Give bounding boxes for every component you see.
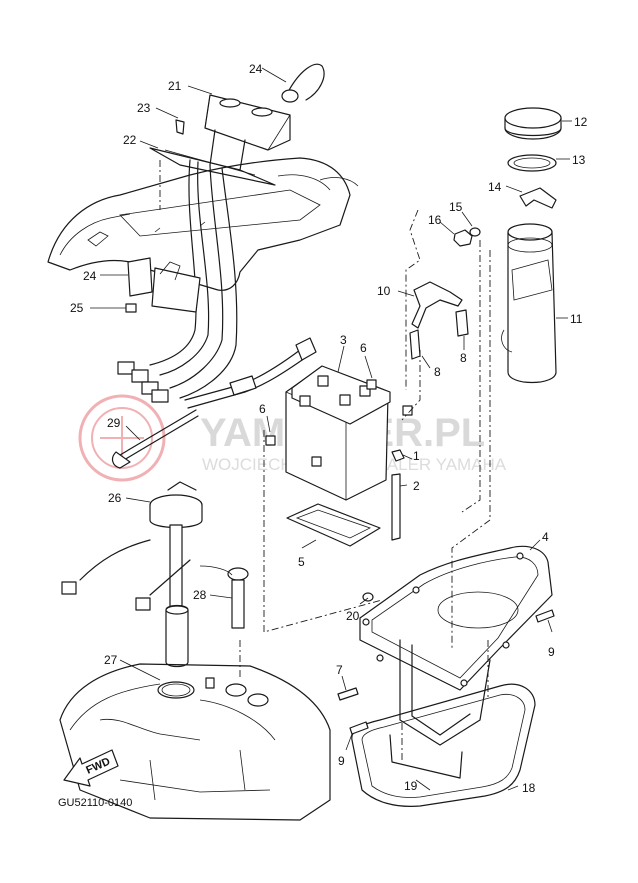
filler-neck bbox=[501, 223, 557, 383]
callout-leaders bbox=[90, 67, 572, 791]
callout-3: 3 bbox=[340, 333, 347, 347]
diagram-code: GU52110-0140 bbox=[58, 797, 132, 809]
callout-1: 1 bbox=[413, 449, 420, 463]
callout-12: 12 bbox=[574, 115, 588, 129]
callout-26: 27 bbox=[104, 653, 118, 667]
callout-21: 22 bbox=[123, 133, 137, 147]
callout-22: 23 bbox=[137, 101, 151, 115]
fwd-arrow-icon: FWD bbox=[63, 749, 119, 787]
callout-9a: 9 bbox=[548, 645, 555, 659]
callout-17: 18 bbox=[522, 781, 536, 795]
callout-8b: 8 bbox=[460, 351, 467, 365]
fuel-sender bbox=[61, 481, 269, 707]
callout-19: 20 bbox=[346, 609, 360, 623]
filler-cap bbox=[453, 107, 562, 247]
callout-23: 24 bbox=[83, 269, 97, 283]
callout-6a: 6 bbox=[360, 341, 367, 355]
callout-2: 2 bbox=[413, 479, 420, 493]
battery-box bbox=[359, 545, 553, 746]
callout-8a: 8 bbox=[434, 365, 441, 379]
callout-numbers: 24 21 23 22 24 25 29 26 27 28 3 6 6 1 2 … bbox=[70, 62, 588, 795]
callout-9b: 9 bbox=[338, 754, 345, 768]
callout-25: 26 bbox=[108, 491, 122, 505]
meter-assembly bbox=[149, 63, 325, 186]
battery-brackets bbox=[409, 281, 469, 360]
callout-11: 11 bbox=[570, 312, 583, 326]
battery bbox=[265, 365, 413, 501]
fasteners bbox=[337, 592, 555, 735]
battery-box-base bbox=[351, 683, 536, 807]
callout-5: 5 bbox=[298, 555, 305, 569]
callout-13: 13 bbox=[572, 153, 586, 167]
callout-10: 10 bbox=[377, 284, 391, 298]
watermark-logo-icon bbox=[78, 394, 166, 482]
callout-29: 29 bbox=[107, 416, 121, 430]
fuel-tank bbox=[59, 663, 331, 821]
callout-27: 24 bbox=[249, 62, 263, 76]
assembly-lines bbox=[159, 160, 491, 760]
battery-strap bbox=[391, 449, 405, 541]
callout-7: 7 bbox=[336, 663, 343, 677]
callout-20: 21 bbox=[168, 79, 182, 93]
callout-24: 25 bbox=[70, 301, 84, 315]
callout-18: 19 bbox=[404, 779, 418, 793]
callout-4: 4 bbox=[542, 530, 549, 544]
callout-28: 28 bbox=[193, 588, 207, 602]
callout-16: 16 bbox=[428, 213, 442, 227]
callout-14: 14 bbox=[488, 180, 502, 194]
wire-harness bbox=[111, 159, 317, 469]
battery-pad bbox=[286, 503, 381, 547]
callout-6b: 6 bbox=[259, 402, 266, 416]
callout-15: 15 bbox=[449, 200, 463, 214]
